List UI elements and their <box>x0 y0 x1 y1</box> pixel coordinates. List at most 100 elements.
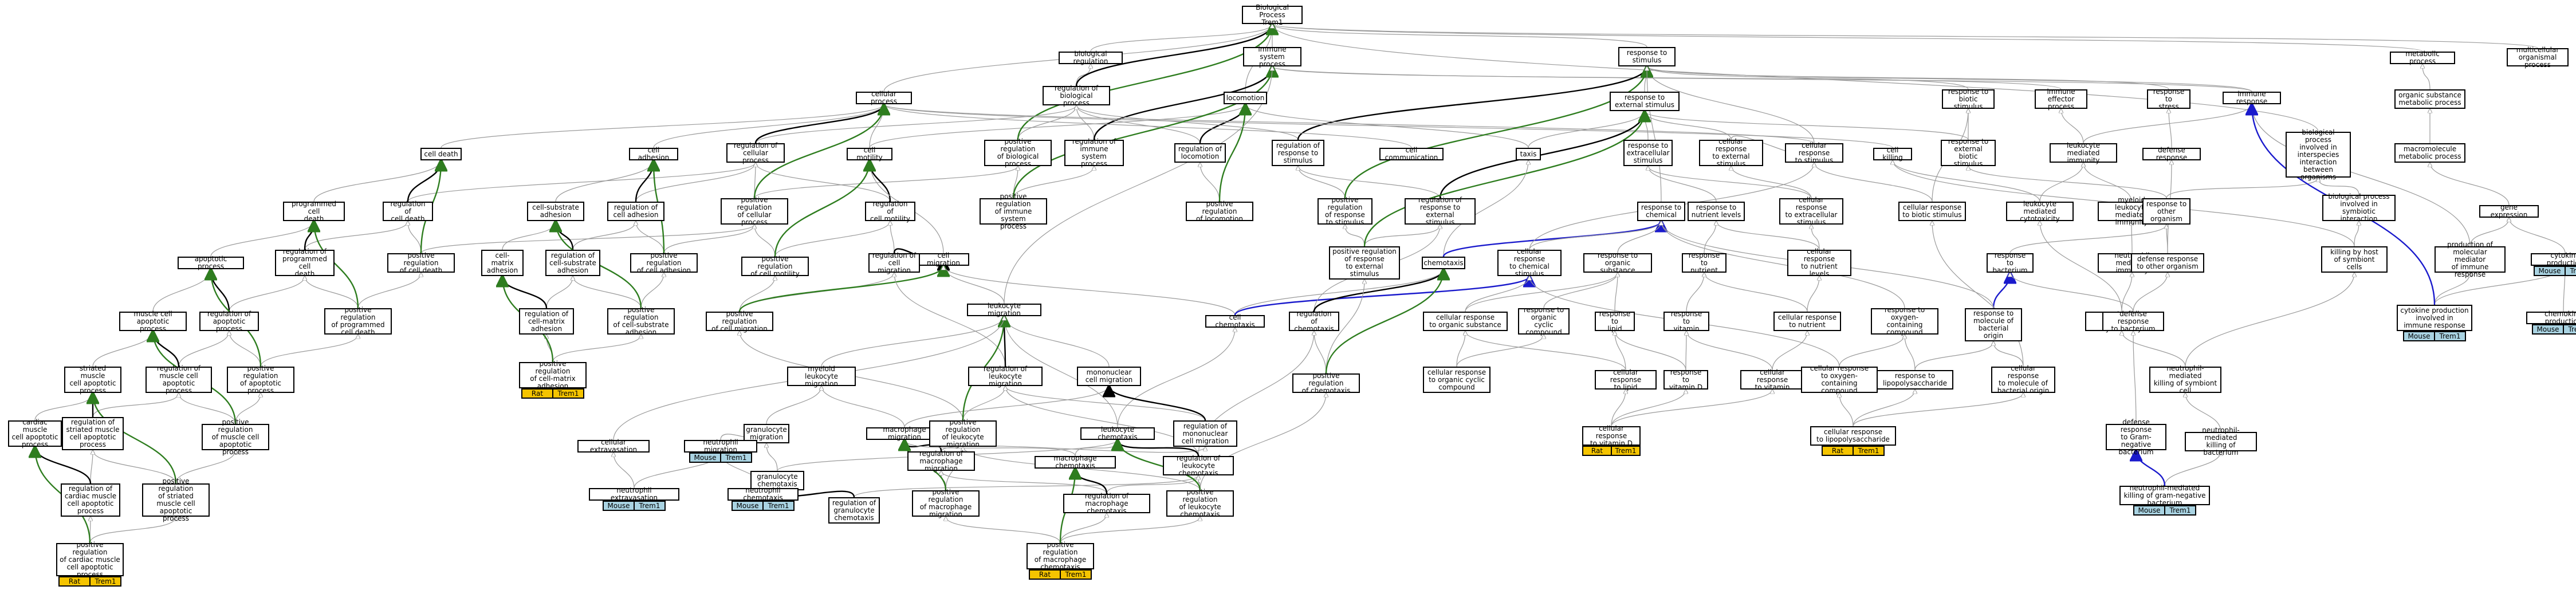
term-pos-reg-resp-stim[interactable]: positive regulation of response to stimu… <box>1318 196 1372 226</box>
term-leuk-migration[interactable]: leukocyte migration <box>967 302 1041 317</box>
term-pos-reg-cell-matrix-adh[interactable]: positive regulation of cell-matrix adhes… <box>519 360 587 390</box>
term-pos-reg-cell-adh[interactable]: positive regulation of cell adhesion <box>630 251 698 274</box>
term-reg-locomotion[interactable]: regulation of locomotion <box>1174 143 1226 163</box>
term-cell-resp-oxygen[interactable]: cellular response to oxygen-containing c… <box>1801 365 1878 395</box>
term-leuk-med-imm[interactable]: leukocyte mediated immunity <box>2050 141 2117 164</box>
term-metab[interactable]: metabolic process <box>2390 50 2455 65</box>
term-cell-resp-ext[interactable]: cellular response to external stimulus <box>1699 138 1763 168</box>
term-cell-resp-stim[interactable]: cellular response to stimulus <box>1785 141 1843 164</box>
term-cell-motility[interactable]: cell motility <box>847 147 892 162</box>
term-imm-resp[interactable]: immune response <box>2223 91 2281 105</box>
term-pos-reg-immsys[interactable]: positive regulation of immune system pro… <box>980 192 1047 230</box>
term-resp-bact-origin[interactable]: response to molecule of bacterial origin <box>1965 308 2022 341</box>
term-pos-reg-cell-migration[interactable]: positive regulation of cell migration <box>706 310 773 332</box>
term-cell-resp-org-cyclic[interactable]: cellular response to organic cyclic comp… <box>1423 367 1490 393</box>
term-pos-reg-bp[interactable]: positive regulation of biological proces… <box>984 138 1052 168</box>
term-pos-reg-cell-sub-adh[interactable]: positive regulation of cell-substrate ad… <box>607 306 675 336</box>
term-cytokine-prod[interactable]: cytokine production <box>2531 252 2576 267</box>
term-pos-reg-leuk-chemotaxis[interactable]: positive regulation of leukocyte chemota… <box>1166 489 1234 518</box>
term-resp-nutrient[interactable]: response to nutrient <box>1682 251 1726 274</box>
term-bp-interspecies[interactable]: biological process involved in interspec… <box>2286 128 2351 180</box>
term-neutrophil-mig[interactable]: neutrophil migration <box>684 439 757 454</box>
term-pos-reg-cell-death[interactable]: positive regulation of cell death <box>387 251 455 274</box>
term-cell-resp-vitD[interactable]: cellular response to vitamin D <box>1582 424 1641 447</box>
term-reg-mononuclear-mig[interactable]: regulation of mononuclear cell migration <box>1173 420 1237 447</box>
term-cell-killing[interactable]: cell killing <box>1873 147 1912 162</box>
term-cell-resp-chem[interactable]: cellular response to chemical stimulus <box>1497 248 1562 278</box>
term-neut-killing-bact[interactable]: neutrophil-mediated killing of bacterium <box>2185 427 2257 457</box>
term-def-resp-other-org[interactable]: defense response to other organism <box>2131 253 2204 273</box>
term-reg-cell-motility[interactable]: regulation of cell motility <box>865 200 915 222</box>
term-regbp[interactable]: regulation of biological process <box>1043 84 1110 107</box>
term-resp-oxygen[interactable]: response to oxygen-containing compound <box>1871 306 1938 336</box>
term-granulocyte-mig[interactable]: granulocyte migration <box>744 424 789 443</box>
term-resp-biotic[interactable]: response to biotic stimulus <box>1942 88 1995 110</box>
term-def-resp-gram-neg[interactable]: defense response to Gram-negative bacter… <box>2106 418 2166 455</box>
term-reg-apop[interactable]: regulation of apoptotic process <box>199 310 259 332</box>
term-cell-comm[interactable]: cell communication <box>1379 147 1444 162</box>
term-resp-vitamin[interactable]: response to vitamin <box>1663 310 1709 332</box>
term-resp-ext-biotic[interactable]: response to external biotic stimulus <box>1941 138 1996 168</box>
term-resp-bacterium[interactable]: response to bacterium <box>1987 251 2034 274</box>
term-leuk-cytotox[interactable]: leukocyte mediated cytotoxicity <box>2006 200 2074 222</box>
term-resp-nut-levels[interactable]: response to nutrient levels <box>1688 202 1745 221</box>
term-resp-lipid[interactable]: response to lipid <box>1595 310 1635 332</box>
term-reg-cellproc[interactable]: regulation of cellular process <box>726 141 785 164</box>
term-cell-resp-biotic[interactable]: cellular response to biotic stimulus <box>1898 202 1966 221</box>
term-resp-lps[interactable]: response to lipopolysaccharide <box>1877 370 1953 390</box>
term-resp-ext[interactable]: response to external stimulus <box>1610 92 1680 111</box>
term-org-sub-met[interactable]: organic substance metabolic process <box>2394 89 2465 109</box>
term-pos-reg-cellproc[interactable]: positive regulation of cellular process <box>721 196 788 226</box>
term-myeloid-leuk-mig[interactable]: myeloid leukocyte migration <box>787 365 856 387</box>
term-cell-matrix-adh[interactable]: cell-matrix adhesion <box>481 250 524 276</box>
term-reg-cell-matrix-adh[interactable]: regulation of cell-matrix adhesion <box>519 308 574 335</box>
term-killing-host[interactable]: killing by host of symbiont cells <box>2321 246 2388 273</box>
term-resp-extracell[interactable]: response to extracellular stimulus <box>1623 140 1673 166</box>
term-reg-muscle-apop[interactable]: regulation of muscle cell apoptotic proc… <box>145 365 212 395</box>
term-cardiac-apop[interactable]: cardiac muscle cell apoptotic process <box>8 419 62 449</box>
term-chemotaxis[interactable]: chemotaxis <box>1422 257 1465 269</box>
term-resp-chem[interactable]: response to chemical <box>1637 202 1685 221</box>
term-cell-adh[interactable]: cell adhesion <box>629 147 678 162</box>
term-bp-symbiotic[interactable]: biological process involved in symbiotic… <box>2322 193 2396 223</box>
term-pos-reg-apop[interactable]: positive regulation of apoptotic process <box>227 365 294 395</box>
term-pos-reg-prog-cell-death[interactable]: positive regulation of programmed cell d… <box>324 306 392 336</box>
term-cell-resp-nutrient[interactable]: cellular response to nutrient <box>1773 312 1841 331</box>
term-reg-leuk-mig[interactable]: regulation of leukocyte migration <box>968 365 1043 387</box>
term-reg-granulocyte-chemotaxis[interactable]: regulation of granulocyte chemotaxis <box>828 497 880 524</box>
term-biolreg[interactable]: biological regulation <box>1059 50 1123 65</box>
term-neutrophil-chemotaxis[interactable]: neutrophil chemotaxis <box>727 487 799 502</box>
term-cell-resp-lipid[interactable]: cellular response to lipid <box>1595 368 1657 391</box>
term-muscle-apop[interactable]: muscle cell apoptotic process <box>119 310 187 332</box>
term-neutrophil-extravasation[interactable]: neutrophil extravasation <box>589 487 679 502</box>
term-mononuclear-mig[interactable]: mononuclear cell migration <box>1077 367 1141 386</box>
term-immsys[interactable]: immune system process <box>1243 45 1301 68</box>
term-cell-resp-extracell[interactable]: cellular response to extracellular stimu… <box>1779 196 1843 226</box>
term-reg-cell-migration[interactable]: regulation of cell migration <box>868 251 920 274</box>
term-pos-reg-leuk-mig[interactable]: positive regulation of leukocyte migrati… <box>929 419 997 449</box>
term-reg-resp-stim[interactable]: regulation of response to stimulus <box>1272 140 1324 166</box>
term-resp-stress[interactable]: response to stress <box>2147 88 2190 110</box>
term-granulocyte-chemotaxis[interactable]: granulocyte chemotaxis <box>750 471 804 490</box>
term-leuk-chemotaxis[interactable]: leukocyte chemotaxis <box>1080 426 1155 441</box>
term-pos-reg-locomotion[interactable]: positive regulation of locomotion <box>1186 200 1253 222</box>
term-apoptotic[interactable]: apoptotic process <box>178 255 244 270</box>
term-cell-resp-org-sub[interactable]: cellular response to organic substance <box>1423 312 1508 331</box>
term-reg-cell-adh[interactable]: regulation of cell adhesion <box>607 202 664 221</box>
term-pos-reg-resp-ext[interactable]: positive regulation of response to exter… <box>1329 246 1400 280</box>
term-pos-reg-chemotaxis[interactable]: positive regulation of chemotaxis <box>1292 372 1360 394</box>
term-reg-striated-apop[interactable]: regulation of striated muscle cell apopt… <box>62 417 124 450</box>
term-cell-chemotaxis[interactable]: cell chemotaxis <box>1205 314 1265 329</box>
term-bp[interactable]: Biological Process Trem1 <box>1242 3 1303 26</box>
term-neut-killing-symbiont[interactable]: neutrophil-mediated killing of symbiont … <box>2149 365 2221 395</box>
term-macromol-met[interactable]: macromolecule metabolic process <box>2394 143 2465 163</box>
term-reg-prog-cell-death[interactable]: regulation of programmed cell death <box>275 248 335 278</box>
term-cell-resp-nut-levels[interactable]: cellular response to nutrient levels <box>1787 248 1851 278</box>
term-taxis[interactable]: taxis <box>1516 148 1541 160</box>
term-cell-resp-vitamin[interactable]: cellular response to vitamin <box>1740 368 1804 391</box>
term-pos-reg-striated-apop[interactable]: positive regulation of striated muscle c… <box>142 478 210 522</box>
term-reg-leuk-chemotaxis[interactable]: regulation of leukocyte chemotaxis <box>1163 454 1234 477</box>
term-cell-extravasation[interactable]: cellular extravasation <box>577 439 650 454</box>
term-reg-chemotaxis[interactable]: regulation of chemotaxis <box>1289 310 1339 332</box>
term-resp-stim[interactable]: response to stimulus <box>1618 47 1676 66</box>
